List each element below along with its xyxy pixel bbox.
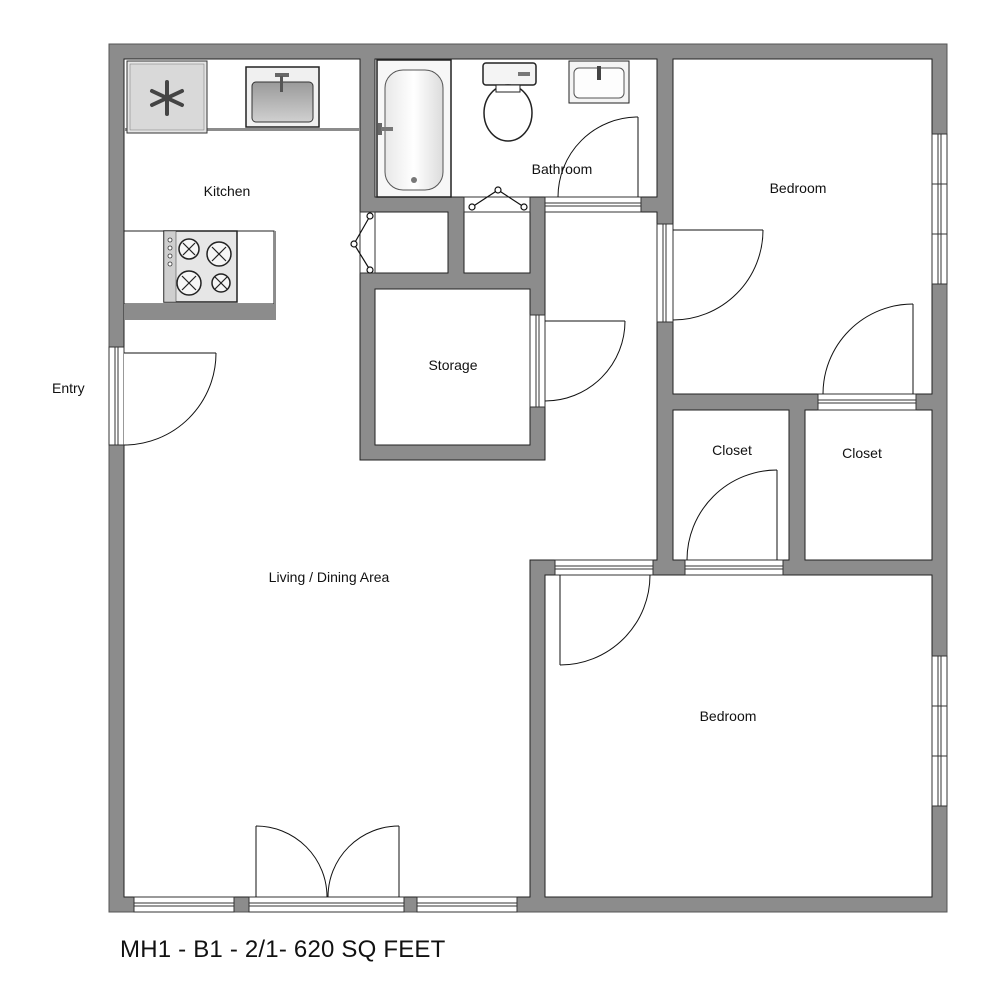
bedroom-bottom-floor [544, 574, 933, 898]
bifold-doors [350, 186, 528, 274]
stove [163, 230, 238, 303]
storage-floor [374, 288, 531, 446]
range-wall-gray [124, 304, 275, 320]
range-wall-side [274, 231, 276, 320]
entry-label: Entry [52, 380, 85, 396]
storage-label: Storage [428, 357, 477, 373]
bathroom-sink [568, 60, 630, 104]
bedroom-bottom-label: Bedroom [700, 708, 757, 724]
toilet [482, 62, 537, 142]
bathroom-label: Bathroom [532, 161, 593, 177]
closet-left-floor [672, 409, 790, 561]
closet-left-label: Closet [712, 442, 752, 458]
linen-closet-left [374, 211, 449, 274]
closet-right-label: Closet [842, 445, 882, 461]
linen-closet-right [463, 211, 531, 274]
floor-plan: Kitchen Bathroom Bedroom Storage Closet … [108, 43, 948, 913]
door-swings [123, 116, 914, 898]
closet-right-floor [804, 409, 933, 561]
living-dining-label: Living / Dining Area [269, 569, 390, 585]
refrigerator [126, 60, 208, 134]
bedroom-top-floor [672, 58, 933, 395]
windows [133, 133, 948, 913]
plan-caption: MH1 - B1 - 2/1- 620 SQ FEET [120, 936, 446, 963]
kitchen-label: Kitchen [204, 183, 251, 199]
bathtub [376, 59, 452, 198]
room-floors [123, 58, 933, 898]
kitchen-sink [245, 66, 320, 128]
kitchen-counter-wall [124, 128, 360, 131]
bedroom-top-label: Bedroom [770, 180, 827, 196]
